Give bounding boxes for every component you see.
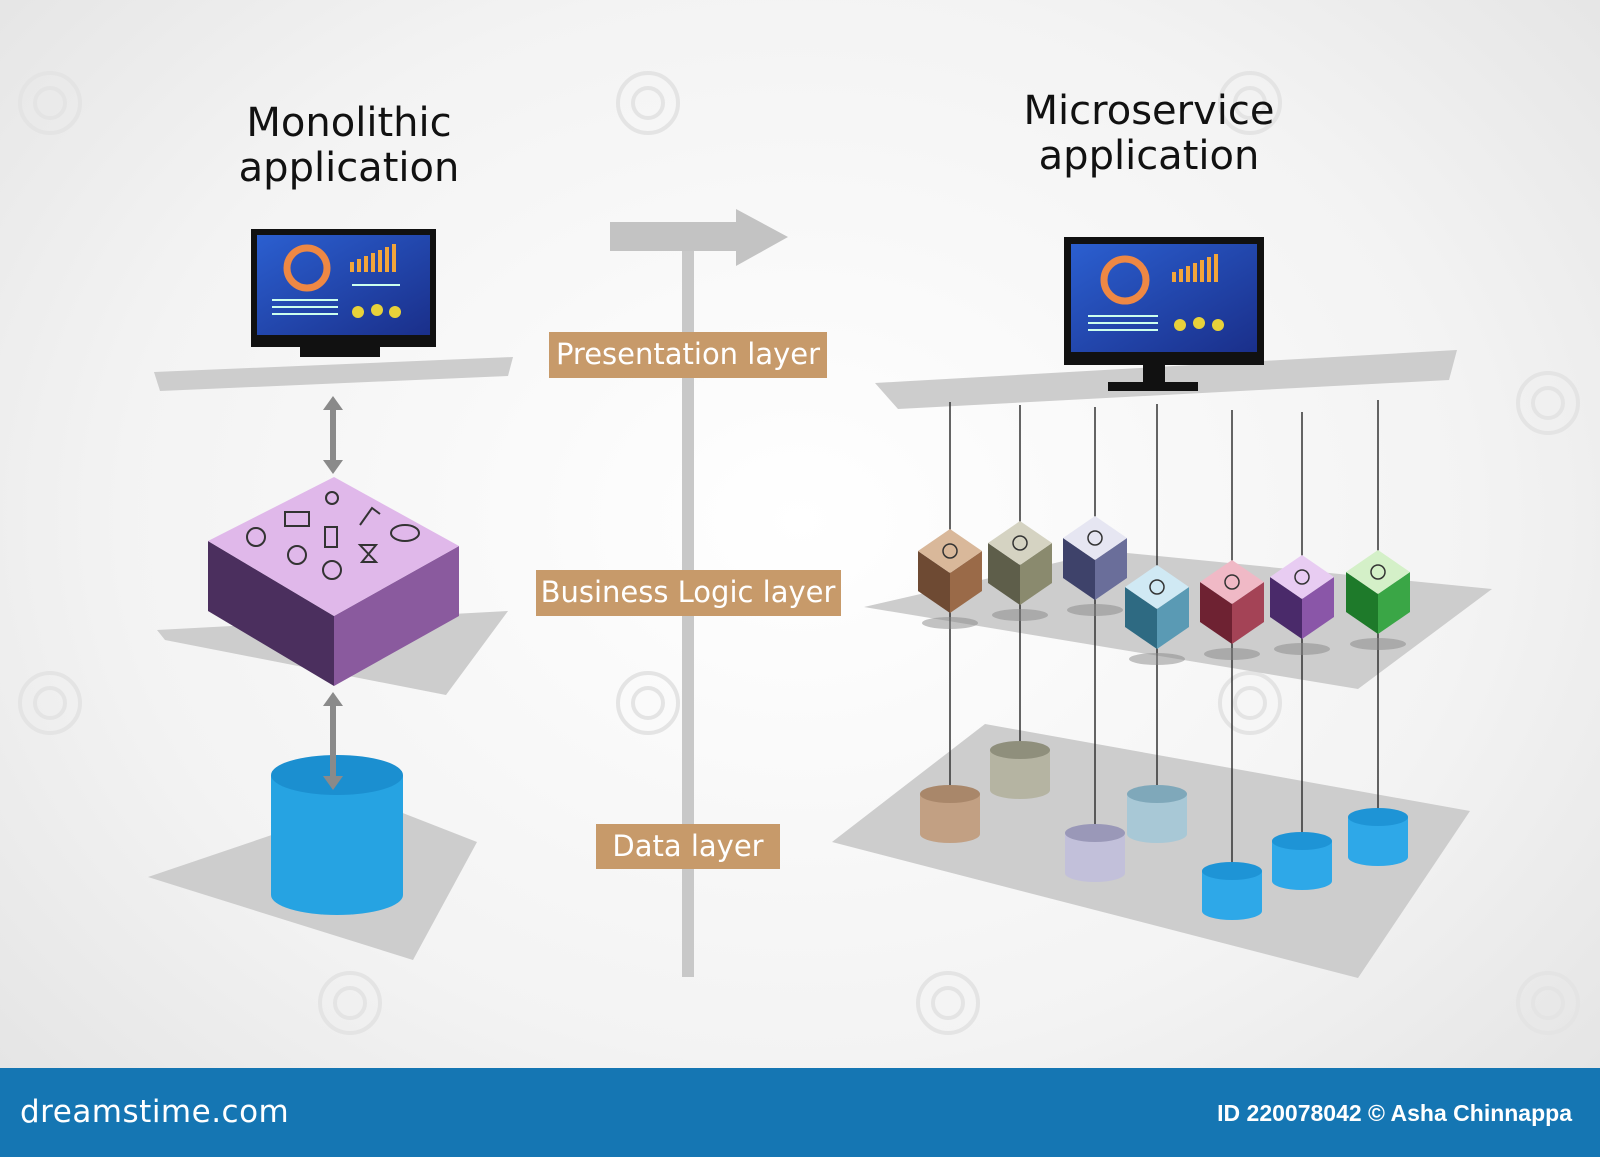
presentation-layer-label: Presentation layer xyxy=(549,332,827,378)
service-icon xyxy=(1149,579,1165,595)
service-database-top xyxy=(1065,824,1125,842)
arrow-right-icon xyxy=(610,209,788,266)
service-cube-right xyxy=(1378,572,1410,634)
microservices xyxy=(918,400,1410,920)
service-cube-left xyxy=(1125,587,1157,649)
service-cube-top[interactable] xyxy=(988,521,1052,565)
microservice-title-line1: Microservice xyxy=(1024,88,1275,134)
service-database-top xyxy=(1202,862,1262,880)
cube-shadow xyxy=(1129,653,1185,665)
service-database-icon xyxy=(1127,794,1187,843)
double-arrow-icon xyxy=(323,396,343,474)
image-credit: ID 220078042 © Asha Chinnappa xyxy=(1217,1100,1572,1126)
service-database-top xyxy=(1348,808,1408,826)
service-database-top xyxy=(1127,785,1187,803)
service-icon xyxy=(1224,574,1240,590)
service-icon xyxy=(1012,535,1028,551)
watermark-icons xyxy=(18,71,1580,1035)
service-cube-top[interactable] xyxy=(1200,560,1264,604)
mono-database-icon xyxy=(271,755,403,915)
service-database-top xyxy=(920,785,980,803)
service-icon xyxy=(1294,569,1310,585)
microservice-title-line2: application xyxy=(1039,133,1260,179)
mono-presentation-platform xyxy=(154,357,513,391)
cube-shadow xyxy=(1274,643,1330,655)
monolithic-title-line2: application xyxy=(239,145,460,191)
service-cube-top[interactable] xyxy=(918,529,982,573)
service-database-icon xyxy=(990,750,1050,799)
monolith-block xyxy=(208,477,459,686)
service-database-top xyxy=(1272,832,1332,850)
cube-shadow xyxy=(1067,604,1123,616)
service-cube-right xyxy=(950,551,982,613)
service-database-icon xyxy=(1202,871,1262,920)
service-database-icon xyxy=(920,794,980,843)
double-arrow-icon xyxy=(323,692,343,790)
cube-shadow xyxy=(922,617,978,629)
service-icon xyxy=(1370,564,1386,580)
service-database-icon xyxy=(1272,841,1332,890)
service-cube-left xyxy=(1063,538,1095,600)
service-cube-left xyxy=(988,543,1020,605)
dreamstime-logo[interactable]: dreamstime.com xyxy=(20,1094,290,1130)
service-database-icon xyxy=(1348,817,1408,866)
service-cube-right xyxy=(1302,577,1334,639)
business-logic-layer-label: Business Logic layer xyxy=(536,570,841,616)
service-cube-right xyxy=(1157,587,1189,649)
service-cube-right xyxy=(1095,538,1127,600)
svg-text:Data layer: Data layer xyxy=(612,829,763,863)
service-cube-top[interactable] xyxy=(1270,555,1334,599)
service-database-icon xyxy=(1065,833,1125,882)
service-cube-left xyxy=(1346,572,1378,634)
footer-bar: dreamstime.com ID 220078042 © Asha Chinn… xyxy=(0,1068,1600,1157)
service-cube-top[interactable] xyxy=(1125,565,1189,609)
service-cube-right xyxy=(1232,582,1264,644)
service-cube-right xyxy=(1020,543,1052,605)
micro-presentation-platform xyxy=(875,350,1457,409)
monolithic-title-line1: Monolithic xyxy=(246,100,451,146)
svg-text:Business Logic layer: Business Logic layer xyxy=(541,575,836,609)
cube-shadow xyxy=(1204,648,1260,660)
service-cube-left xyxy=(1200,582,1232,644)
service-icon xyxy=(1087,530,1103,546)
cube-shadow xyxy=(992,609,1048,621)
service-cube-left xyxy=(1270,577,1302,639)
service-cube-top[interactable] xyxy=(1063,516,1127,560)
cube-shadow xyxy=(1350,638,1406,650)
architecture-diagram: Monolithic application Microservice appl… xyxy=(18,71,1580,1035)
service-cube-left xyxy=(918,551,950,613)
svg-text:Presentation layer: Presentation layer xyxy=(556,337,820,371)
service-cube-top[interactable] xyxy=(1346,550,1410,594)
mono-monitor xyxy=(251,229,436,357)
service-icon xyxy=(942,543,958,559)
data-layer-label: Data layer xyxy=(596,824,780,869)
service-database-top xyxy=(990,741,1050,759)
micro-monitor xyxy=(1064,237,1264,391)
